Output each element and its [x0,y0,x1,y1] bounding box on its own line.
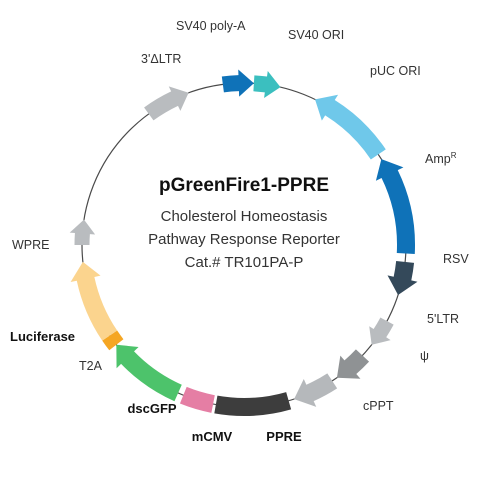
label-ppre: PPRE [266,429,302,444]
label-cppt: cPPT [363,399,394,413]
feature-luciferase [70,261,118,341]
label-amp-superscript: R [451,151,457,160]
feature-rsv [387,260,418,296]
label-luciferase: Luciferase [10,329,75,344]
label-amp-text: Amp [425,152,451,166]
feature-t2a [102,330,124,351]
label-sv40-polya: SV40 poly-A [176,19,246,33]
feature-amp [375,159,416,254]
label-t2a: T2A [79,359,103,373]
feature-puc-ori [315,94,386,160]
feature-3ltr [144,86,189,121]
label-sv40-ori: SV40 ORI [288,28,344,42]
plasmid-name: pGreenFire1-PPRE [159,175,329,196]
feature-sv40-ori [253,71,281,98]
label-wpre: WPRE [12,238,50,252]
label-amp: AmpR [425,151,457,166]
feature-cppt [294,373,338,407]
subtitle-line-1: Cholesterol Homeostasis [161,208,328,225]
label-puc-ori: pUC ORI [370,64,421,78]
feature-psi [336,349,370,379]
feature-ppre [214,392,292,416]
feature-wpre [69,219,96,245]
feature-5ltr [369,317,394,345]
label-rsv: RSV [443,252,469,266]
label-5ltr: 5'LTR [427,312,459,326]
subtitle-line-3: Cat.# TR101PA-P [185,254,304,271]
label-mcmv: mCMV [192,429,233,444]
feature-dscgfp [116,344,182,402]
feature-arcs [69,69,418,416]
subtitle-line-2: Pathway Response Reporter [148,231,340,248]
label-dscgfp: dscGFP [127,401,176,416]
feature-mcmv [179,386,215,413]
label-psi: ψ [420,349,429,363]
feature-sv40-polya [221,69,254,97]
label-3ltr: 3'ΔLTR [141,52,181,66]
